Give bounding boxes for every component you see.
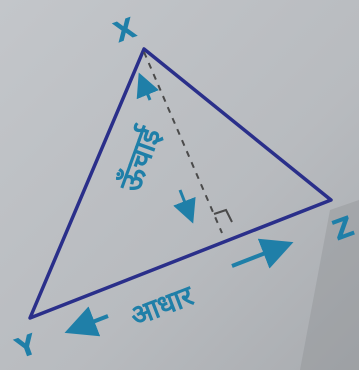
altitude-dashed-line (143, 51, 223, 234)
height-arrow-down (173, 189, 196, 224)
triangle-xyz (28, 47, 333, 320)
height-arrow-up (136, 72, 159, 101)
right-angle-marker (213, 208, 233, 223)
base-arrow-left (64, 306, 109, 337)
base-arrow-right (231, 238, 294, 269)
paper-edge-shadow (300, 200, 359, 370)
